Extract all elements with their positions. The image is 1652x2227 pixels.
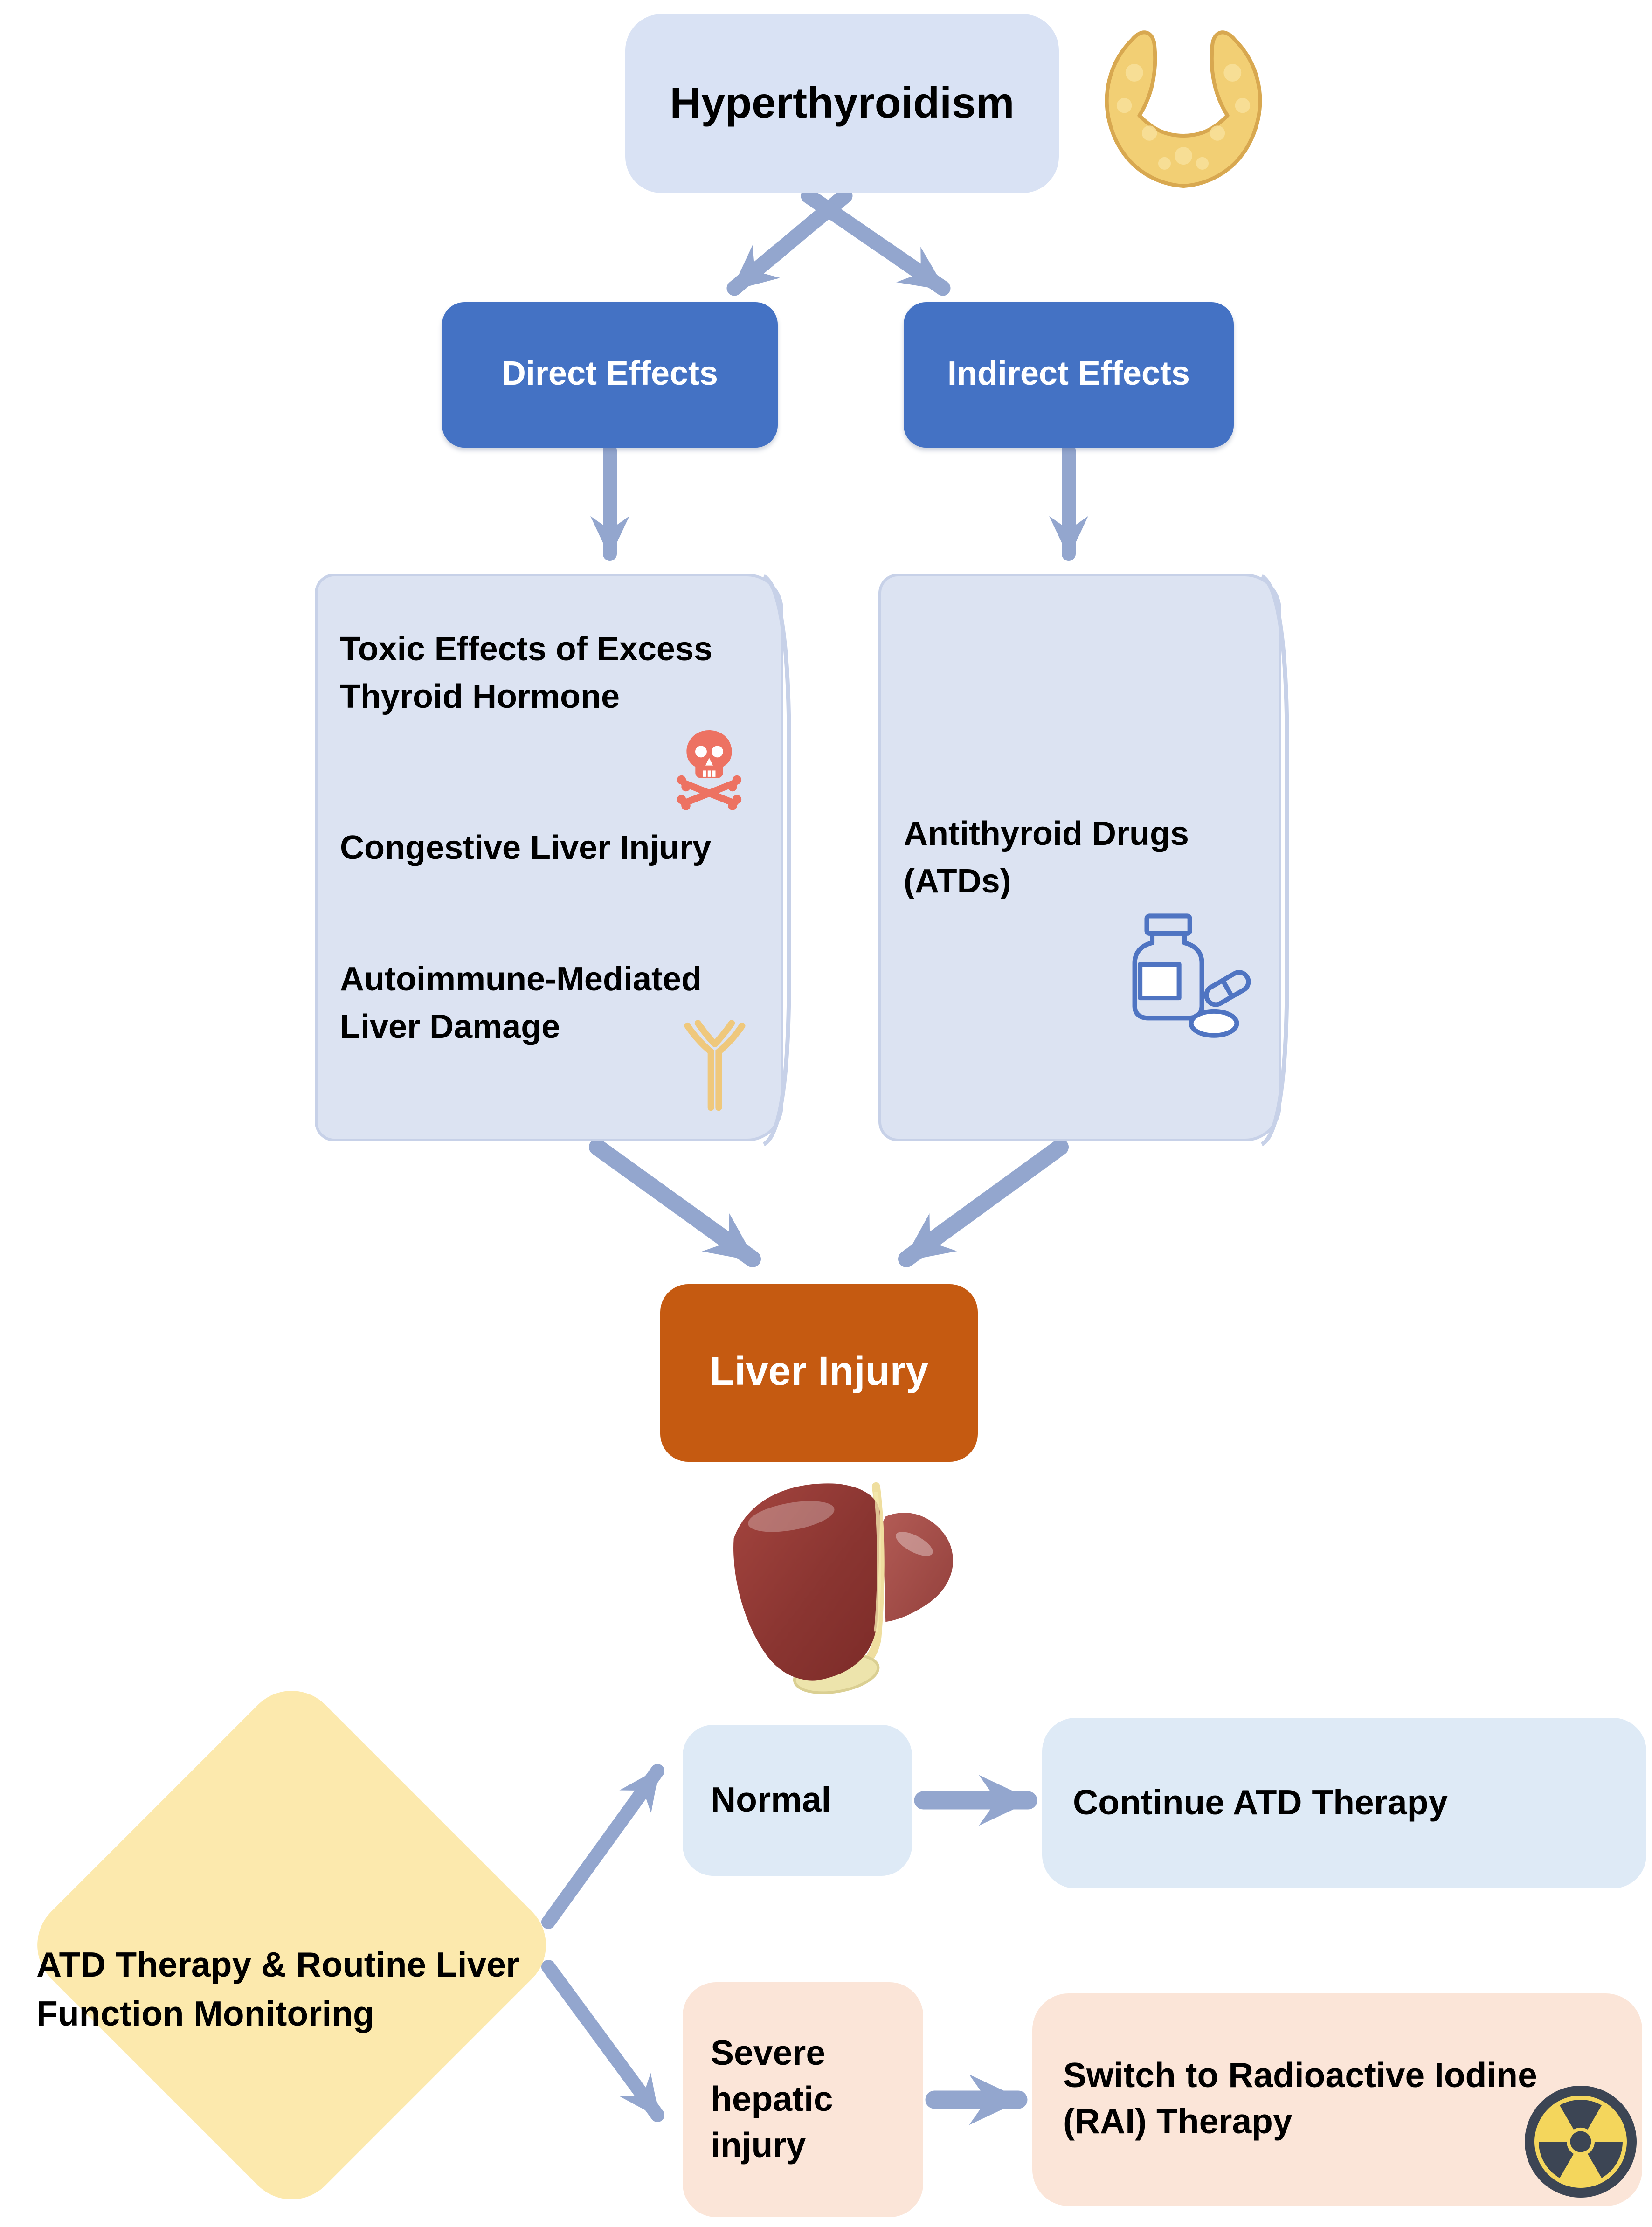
medicine-bottle-pills-icon	[1113, 909, 1270, 1051]
node-continue-atd: Continue ATD Therapy	[1042, 1718, 1646, 1888]
node-normal: Normal	[683, 1725, 912, 1876]
indirect-effects-label: Indirect Effects	[947, 355, 1190, 393]
liver-illustration	[706, 1463, 953, 1711]
atds-label: Antithyroid Drugs (ATDs)	[904, 816, 1189, 901]
direct-effects-label: Direct Effects	[501, 355, 719, 393]
scroll-curl-decoration	[762, 574, 791, 1147]
radiation-hazard-icon	[1522, 2083, 1639, 2213]
atd-monitoring-label: ATD Therapy & Routine Liver Function Mon…	[36, 1946, 520, 2034]
arrow-hyper-to-indirect	[801, 188, 951, 296]
autoimmune-label: Autoimmune-Mediated Liver Damage	[340, 961, 702, 1046]
node-switch-rai: Switch to Radioactive Iodine (RAI) Thera…	[1032, 1993, 1642, 2206]
arrow-hyper-to-direct	[726, 188, 853, 296]
severe-hepatic-label: Severe hepatic injury	[711, 2033, 833, 2165]
switch-rai-label: Switch to Radioactive Iodine (RAI) Thera…	[1063, 2056, 1537, 2142]
liver-injury-label: Liver Injury	[709, 1350, 928, 1395]
arrow-atdpanel-to-liverinjury	[898, 1139, 1069, 1267]
thyroid-gland-icon	[1074, 22, 1293, 206]
panel-direct-mechanisms: Toxic Effects of Excess Thyroid Hormone	[315, 574, 791, 1147]
antibody-icon	[678, 1018, 751, 1123]
node-hyperthyroidism-label: Hyperthyroidism	[670, 78, 1015, 127]
node-liver-injury: Liver Injury	[660, 1284, 978, 1462]
normal-label: Normal	[711, 1780, 831, 1819]
continue-atd-label: Continue ATD Therapy	[1073, 1783, 1448, 1822]
arrow-monitor-to-normal	[541, 1764, 664, 1929]
toxic-effects-label: Toxic Effects of Excess Thyroid Hormone	[340, 631, 713, 716]
node-hyperthyroidism: Hyperthyroidism	[625, 14, 1059, 193]
arrow-directpanel-to-liverinjury	[589, 1139, 761, 1267]
congestive-label: Congestive Liver Injury	[340, 830, 712, 867]
panel-indirect-mechanisms: Antithyroid Drugs (ATDs)	[878, 574, 1289, 1147]
scroll-curl-decoration	[1260, 574, 1289, 1147]
node-direct-effects: Direct Effects	[442, 302, 778, 448]
node-severe-hepatic-injury: Severe hepatic injury	[683, 1982, 923, 2217]
node-indirect-effects: Indirect Effects	[904, 302, 1234, 448]
skull-crossbones-icon	[671, 725, 747, 818]
arrow-monitor-to-severe	[541, 1960, 664, 2122]
